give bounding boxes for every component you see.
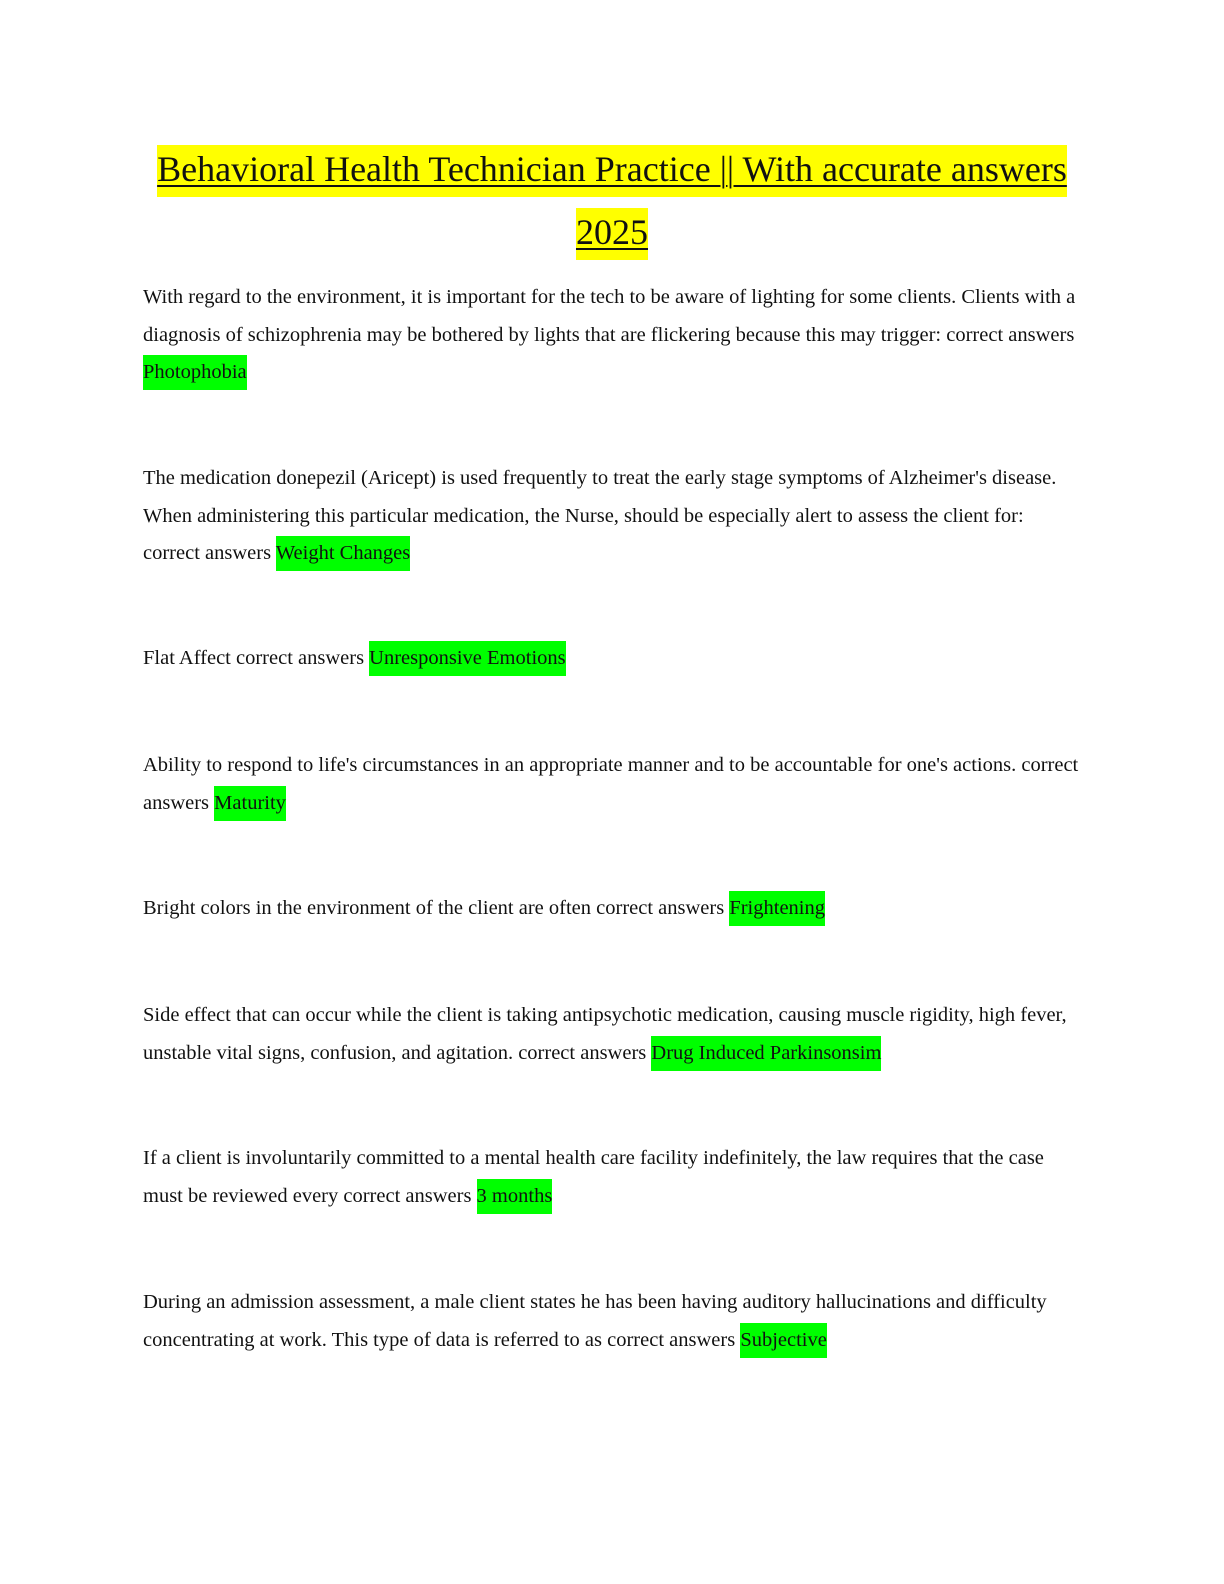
- qa-item: Bright colors in the environment of the …: [143, 890, 1083, 928]
- answer-highlight: Frightening: [729, 891, 825, 926]
- qa-item: Flat Affect correct answers Unresponsive…: [143, 640, 1083, 678]
- title-block: Behavioral Health Technician Practice ||…: [143, 138, 1081, 264]
- qa-item: With regard to the environment, it is im…: [143, 279, 1083, 392]
- question-text: Flat Affect correct answers: [143, 647, 365, 669]
- answer-highlight: 3 months: [476, 1178, 553, 1214]
- question-text: Ability to respond to life's circumstanc…: [143, 754, 1079, 814]
- qa-item: During an admission assessment, a male c…: [143, 1284, 1083, 1359]
- qa-item: Side effect that can occur while the cli…: [143, 997, 1083, 1072]
- question-text: Bright colors in the environment of the …: [143, 897, 725, 919]
- answer-highlight: Unresponsive Emotions: [369, 641, 566, 676]
- qa-item: Ability to respond to life's circumstanc…: [143, 747, 1083, 822]
- question-text: During an admission assessment, a male c…: [143, 1291, 1047, 1351]
- question-text: With regard to the environment, it is im…: [143, 286, 1076, 346]
- answer-highlight: Photophobia: [143, 355, 247, 390]
- question-text: If a client is involuntarily committed t…: [143, 1147, 1044, 1207]
- question-text: The medication donepezil (Aricept) is us…: [143, 467, 1057, 564]
- answer-highlight: Maturity: [214, 785, 286, 821]
- answer-highlight: Drug Induced Parkinsonsim: [651, 1035, 882, 1071]
- qa-item: The medication donepezil (Aricept) is us…: [143, 460, 1083, 573]
- qa-item: If a client is involuntarily committed t…: [143, 1140, 1083, 1215]
- question-text: Side effect that can occur while the cli…: [143, 1004, 1067, 1064]
- answer-highlight: Subjective: [740, 1322, 827, 1358]
- page-title: Behavioral Health Technician Practice ||…: [157, 145, 1067, 260]
- answer-highlight: Weight Changes: [275, 536, 411, 571]
